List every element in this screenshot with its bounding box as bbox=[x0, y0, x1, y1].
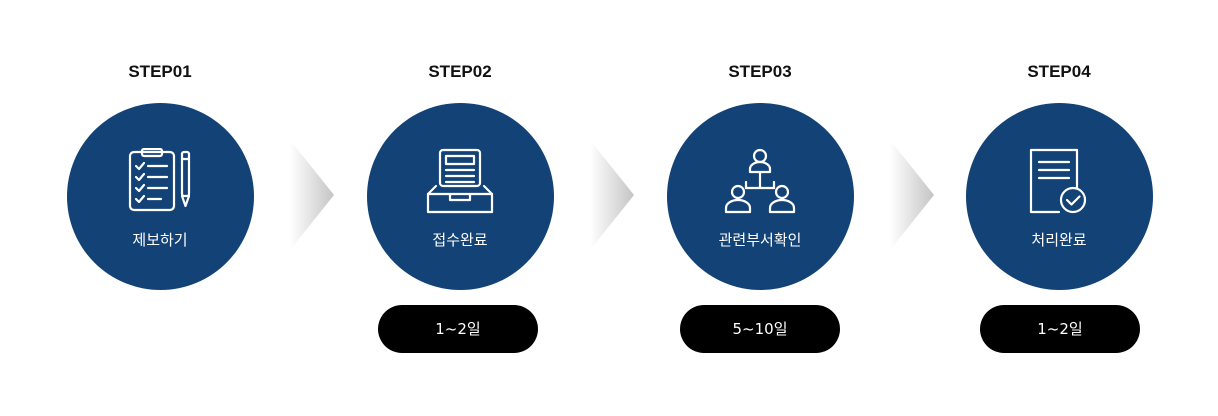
step-label: 처리완료 bbox=[966, 229, 1153, 250]
arrow-chevron-icon bbox=[890, 140, 934, 254]
step-title: STEP02 bbox=[360, 62, 560, 82]
step-title: STEP03 bbox=[660, 62, 860, 82]
document-check-icon bbox=[1027, 148, 1091, 220]
step-circle: 접수완료 bbox=[367, 103, 554, 290]
document-tray-icon bbox=[426, 148, 494, 218]
step-circle: 처리완료 bbox=[966, 103, 1153, 290]
duration-badge: 1~2일 bbox=[378, 305, 538, 353]
duration-badge: 5~10일 bbox=[680, 305, 840, 353]
step-label: 접수완료 bbox=[367, 229, 554, 250]
step-label: 제보하기 bbox=[67, 229, 254, 250]
step-label: 관련부서확인 bbox=[667, 229, 854, 250]
step-title: STEP01 bbox=[60, 62, 260, 82]
step-circle: 관련부서확인 bbox=[667, 103, 854, 290]
step-title: STEP04 bbox=[959, 62, 1159, 82]
clipboard-checklist-pencil-icon bbox=[127, 148, 193, 216]
duration-badge: 1~2일 bbox=[980, 305, 1140, 353]
arrow-chevron-icon bbox=[590, 140, 634, 254]
step-circle: 제보하기 bbox=[67, 103, 254, 290]
organization-people-icon bbox=[724, 148, 796, 220]
arrow-chevron-icon bbox=[290, 140, 334, 254]
